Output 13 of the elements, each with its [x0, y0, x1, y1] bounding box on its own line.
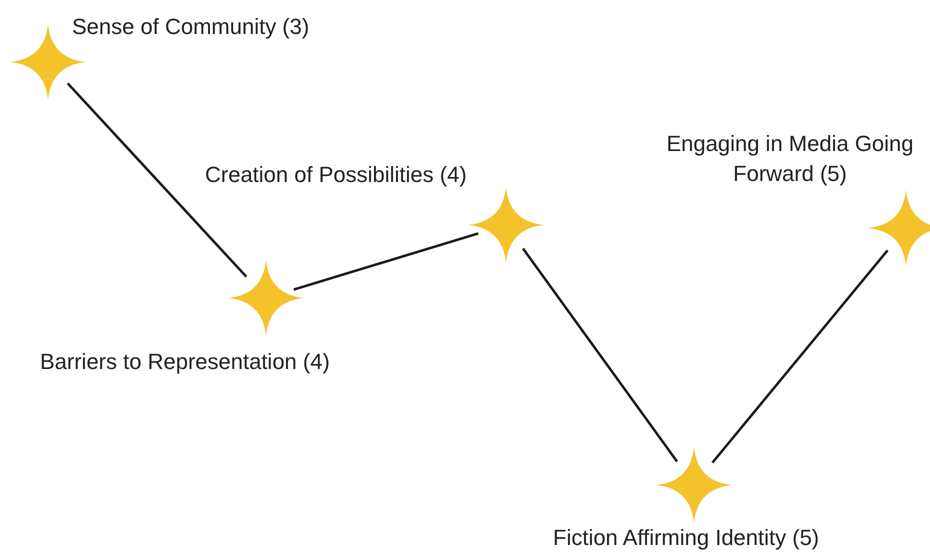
connector-line: [66, 82, 248, 278]
star-caption: Creation of Possibilities (4): [205, 161, 468, 189]
star-caption: Engaging in Media Going Forward (5): [665, 130, 915, 188]
connector-line: [711, 250, 889, 464]
star-caption: Sense of Community (3): [72, 13, 310, 41]
connector-line: [522, 248, 678, 462]
star-shape: [868, 190, 930, 266]
star-shape: [468, 187, 544, 263]
connector-line: [293, 232, 479, 291]
star-caption: Barriers to Representation (4): [40, 348, 331, 376]
star-shape: [228, 260, 304, 336]
star-shape: [656, 447, 732, 523]
star-caption: Fiction Affirming Identity (5): [553, 524, 820, 552]
